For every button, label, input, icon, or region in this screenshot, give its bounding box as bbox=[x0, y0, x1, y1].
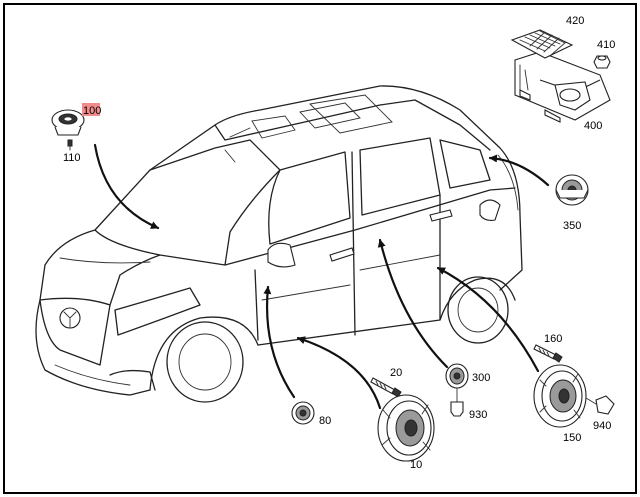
label-350: 350 bbox=[563, 220, 581, 232]
highlight-100 bbox=[82, 103, 100, 116]
control-unit-400[interactable] bbox=[514, 51, 611, 123]
bolt-160[interactable] bbox=[533, 344, 563, 363]
cover-420[interactable] bbox=[510, 29, 574, 59]
speaker-80[interactable] bbox=[291, 401, 315, 425]
tweeter-100[interactable] bbox=[51, 109, 85, 136]
connector-930[interactable] bbox=[450, 387, 464, 417]
label-80: 80 bbox=[319, 415, 331, 427]
label-160: 160 bbox=[544, 333, 562, 345]
woofer-150[interactable] bbox=[533, 364, 587, 428]
label-410: 410 bbox=[597, 39, 615, 51]
label-150: 150 bbox=[563, 432, 581, 444]
nut-410[interactable] bbox=[593, 55, 611, 69]
connector-940[interactable] bbox=[585, 395, 615, 415]
label-300: 300 bbox=[472, 372, 490, 384]
label-400: 400 bbox=[584, 120, 602, 132]
label-10: 10 bbox=[410, 459, 422, 471]
diagram-frame bbox=[3, 3, 637, 494]
label-20: 20 bbox=[390, 367, 402, 379]
speaker-350[interactable] bbox=[555, 174, 589, 206]
label-100: 100 bbox=[83, 105, 101, 117]
car-body bbox=[35, 85, 523, 403]
label-940: 940 bbox=[593, 420, 611, 432]
woofer-10[interactable] bbox=[377, 394, 435, 462]
label-110: 110 bbox=[63, 152, 81, 164]
speaker-300[interactable] bbox=[445, 363, 469, 389]
screw-110[interactable] bbox=[67, 139, 73, 151]
callout-arrows bbox=[93, 143, 550, 410]
label-930: 930 bbox=[469, 409, 487, 421]
label-420: 420 bbox=[566, 15, 584, 27]
